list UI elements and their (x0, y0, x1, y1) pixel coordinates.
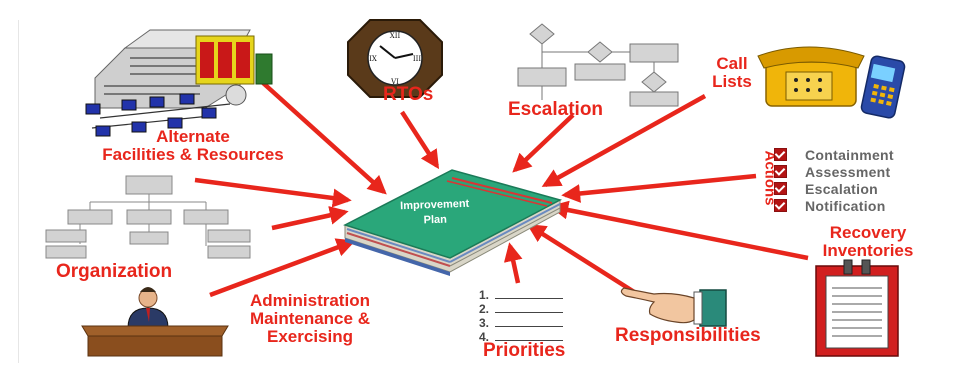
org-chart-icon (45, 175, 251, 259)
arrows (194, 80, 809, 298)
arrow-priorities (503, 242, 523, 284)
action-text: Containment (805, 146, 894, 163)
svg-text:XII: XII (390, 32, 401, 40)
arrow-escalation (512, 113, 575, 173)
action-item: Containment (774, 146, 894, 163)
action-text: Assessment (805, 163, 891, 180)
checkbox-checked-icon (774, 199, 787, 212)
action-item: Escalation (774, 180, 894, 197)
building-network-icon (85, 29, 273, 137)
arrow-organization (271, 206, 349, 231)
arrow-alternate-2 (194, 177, 352, 208)
action-item: Assessment (774, 163, 894, 180)
flowchart-icon (517, 23, 679, 107)
arrow-admin (209, 238, 356, 298)
priority-row: 2. (479, 302, 564, 316)
priority-row: 1. (479, 288, 564, 302)
action-text: Escalation (805, 180, 879, 197)
book-icon (343, 169, 563, 276)
arrow-rtos (400, 110, 440, 170)
clipboard-icon (815, 259, 899, 357)
label-alternate-facilities: Alternate Facilities & Resources (102, 127, 284, 164)
svg-text:III: III (413, 55, 422, 63)
label-organization: Organization (56, 261, 173, 282)
label-recovery-inventories: Recovery Inventories (822, 223, 914, 260)
label-escalation: Escalation (508, 99, 604, 120)
label-call-lists: Call Lists (712, 54, 752, 91)
priority-list: 1. 2. 3. 4. (479, 288, 564, 344)
actions-list: Containment Assessment Escalation Notifi… (774, 146, 894, 214)
frame-border (18, 20, 947, 363)
arrow-actions (561, 173, 757, 203)
label-administration: Administration Maintenance & Exercising (250, 291, 370, 346)
priority-number: 2. (479, 302, 490, 316)
priority-row: 4. (479, 330, 564, 344)
checkbox-checked-icon (774, 182, 787, 195)
arrow-alternate (260, 80, 387, 195)
label-rtos: RTOs (383, 84, 434, 105)
priority-number: 1. (479, 288, 490, 302)
priority-number: 4. (479, 330, 490, 344)
arrow-recovery (549, 200, 809, 261)
arrow-responsibilities (526, 223, 641, 297)
pointing-hand-icon (620, 287, 727, 327)
businessman-desk-icon (81, 287, 229, 357)
book-title: Improvement Plan (399, 197, 470, 227)
priority-row: 3. (479, 316, 564, 330)
clock-icon: XII III VI IX (347, 19, 443, 98)
mobile-phone-icon (860, 55, 906, 119)
action-text: Notification (805, 197, 886, 214)
checkbox-checked-icon (774, 165, 787, 178)
arrow-call-lists (541, 94, 707, 187)
label-priorities: Priorities (483, 340, 566, 361)
svg-text:VI: VI (390, 78, 399, 86)
svg-text:IX: IX (369, 55, 377, 63)
priority-number: 3. (479, 316, 490, 330)
label-responsibilities: Responsibilities (615, 325, 761, 346)
action-item: Notification (774, 197, 894, 214)
checkbox-checked-icon (774, 148, 787, 161)
telephone-icon (757, 46, 865, 107)
